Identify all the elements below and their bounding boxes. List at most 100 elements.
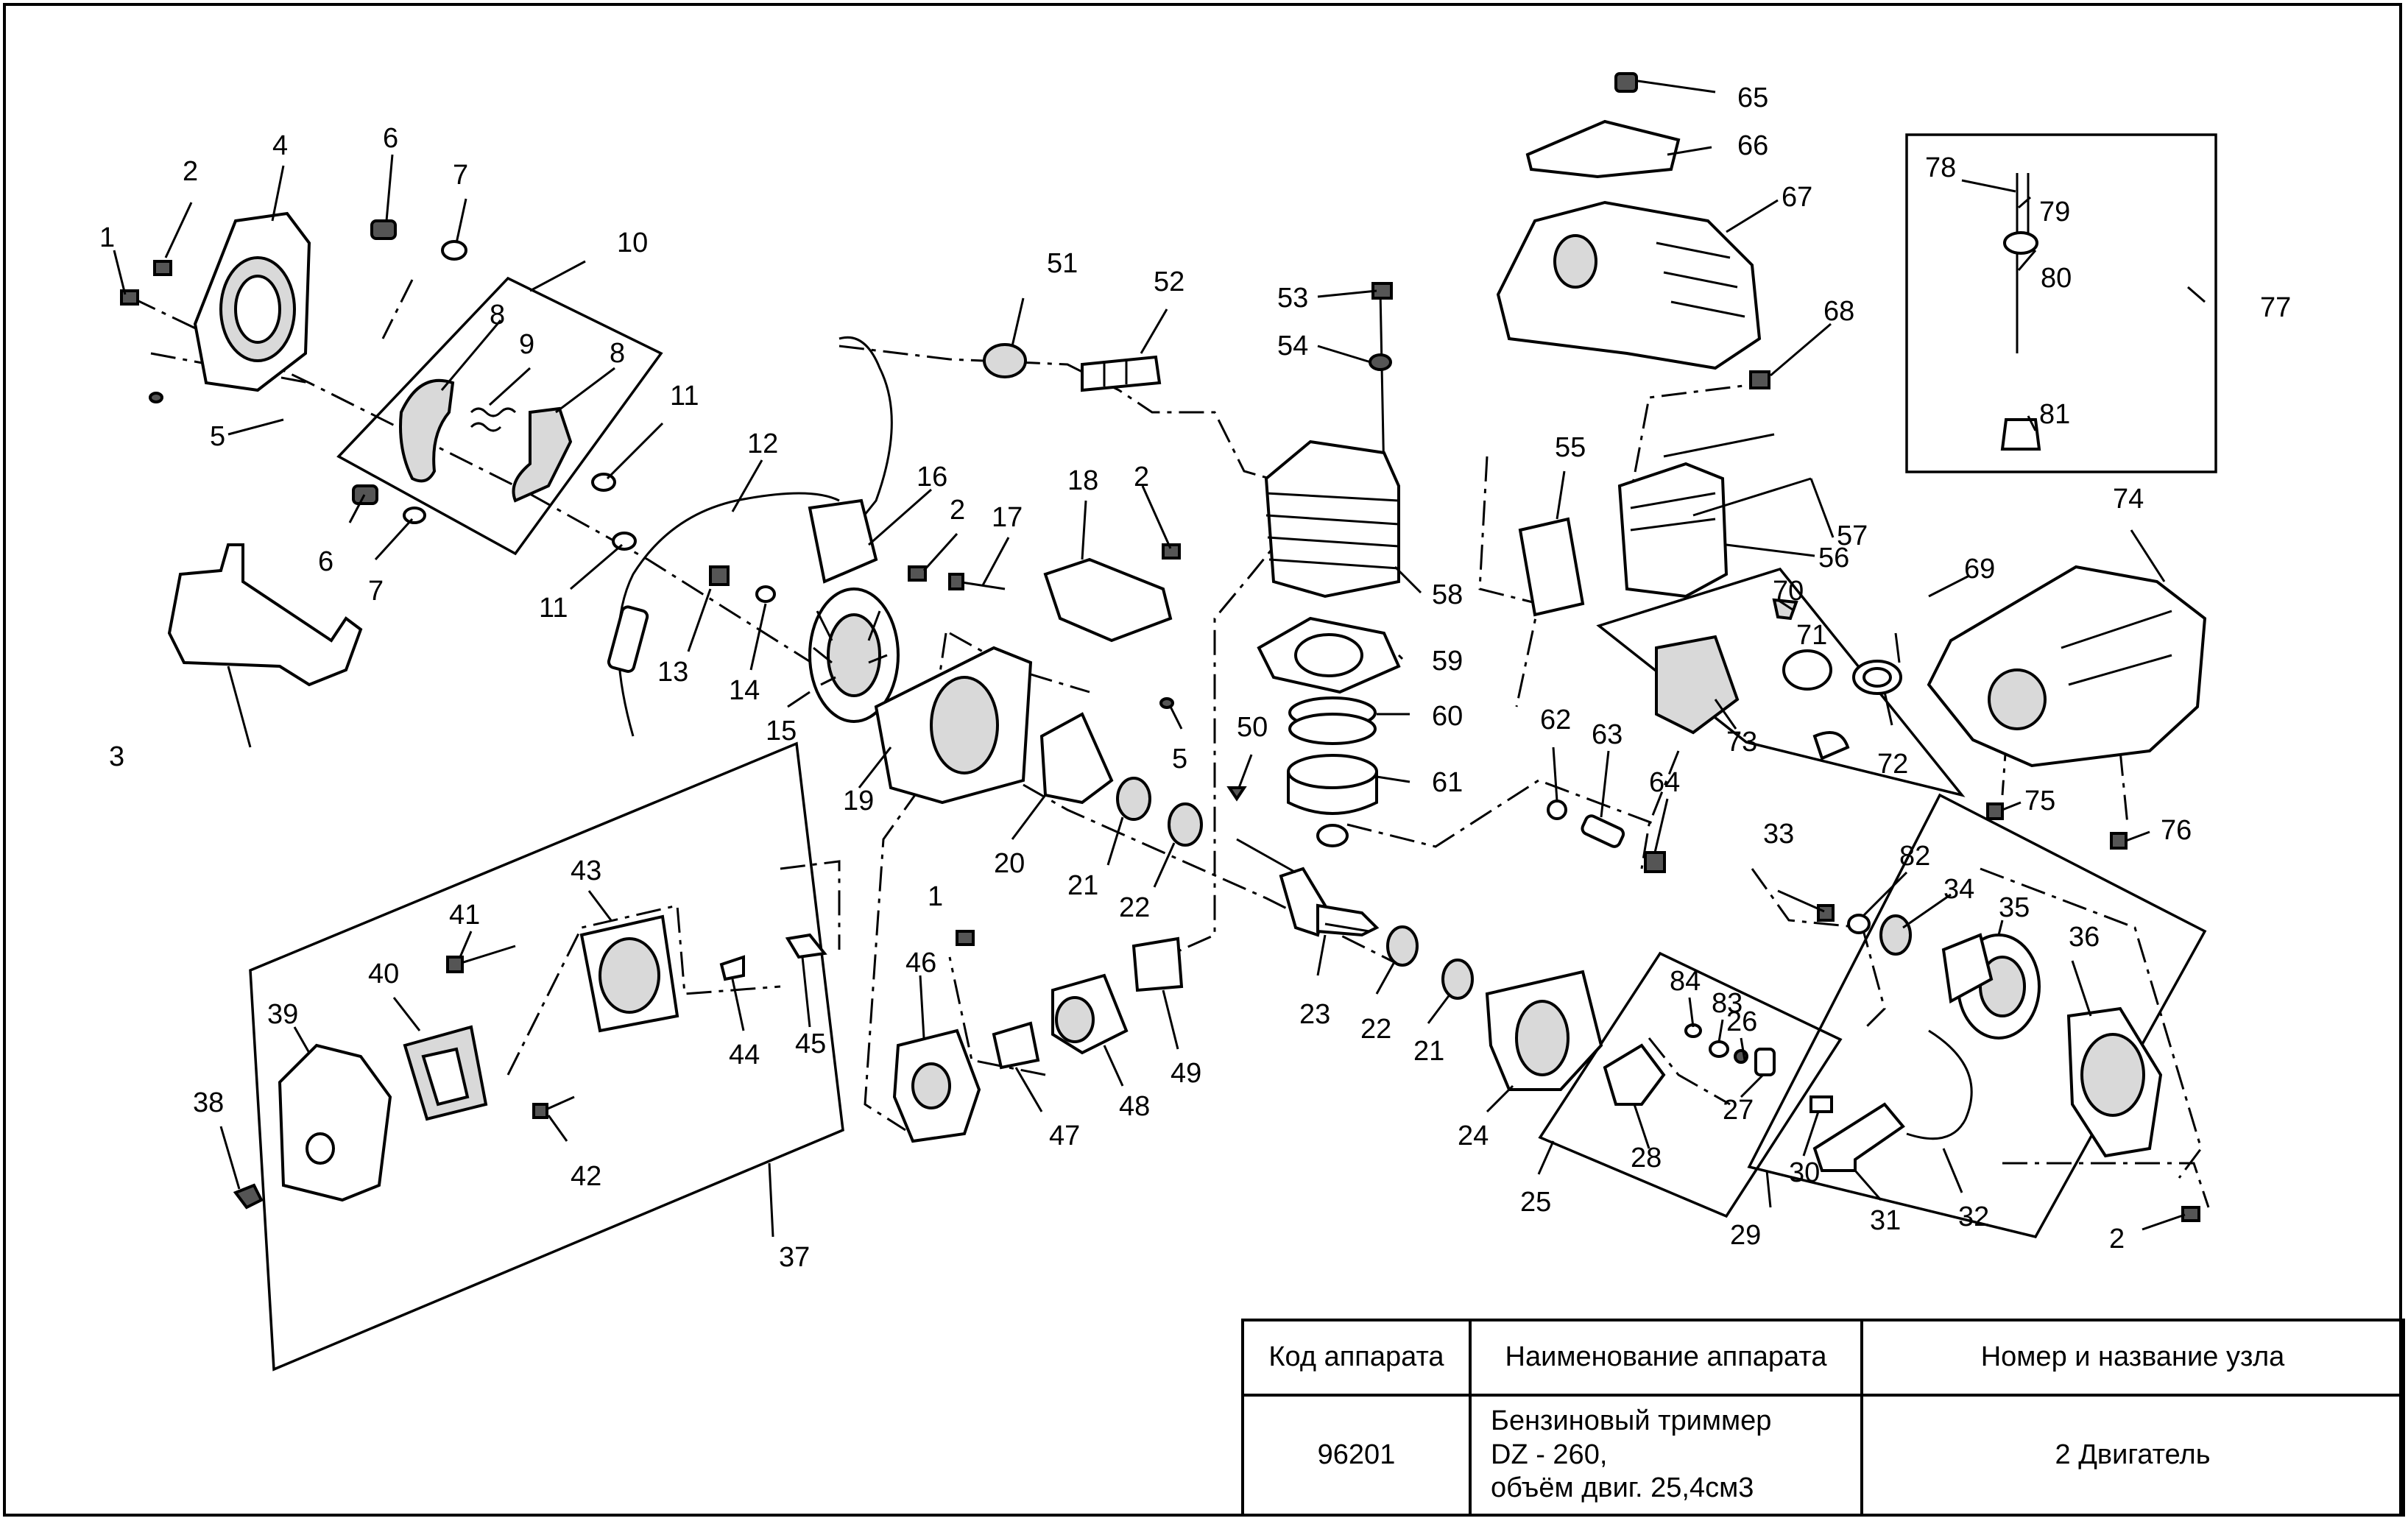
callout-79: 79 [2039,197,2070,227]
assembly-box-25 [1538,951,1843,1218]
callout-35: 35 [1999,892,2030,923]
callout-16: 16 [917,462,947,493]
callout-9: 9 [519,329,534,360]
callout-11: 11 [670,381,699,412]
callout-52: 52 [1154,267,1184,297]
callout-68: 68 [1823,296,1854,327]
callout-17: 17 [992,502,1023,533]
callout-82: 82 [1899,841,1930,872]
callout-34: 34 [1943,874,1974,905]
callout-40: 40 [368,959,399,989]
callout-50: 50 [1237,712,1268,743]
callout-25: 25 [1520,1187,1551,1218]
callout-42: 42 [571,1161,601,1192]
callout-74: 74 [2113,484,2144,515]
callout-5b: 5 [1172,744,1187,774]
callout-7b: 7 [368,576,384,607]
callout-83: 83 [1712,988,1743,1019]
callout-44: 44 [729,1040,760,1070]
header-unit-name: Номер и название узла [1860,1319,2405,1397]
callout-55: 55 [1555,432,1586,463]
callout-15: 15 [766,716,797,747]
callout-2: 2 [183,156,198,187]
cell-apparatus-name: Бензиновый триммер DZ - 260, объём двиг.… [1469,1394,1863,1517]
callout-2d: 2 [2109,1224,2125,1254]
callout-66: 66 [1737,130,1768,161]
callout-32: 32 [1958,1201,1989,1232]
callout-67: 67 [1782,182,1812,213]
callout-65: 65 [1737,82,1768,113]
apparatus-name-line3: объём двиг. 25,4см3 [1491,1472,1754,1504]
callout-30: 30 [1789,1157,1820,1188]
callout-23: 23 [1299,999,1330,1030]
callout-81: 81 [2039,399,2070,430]
callout-3: 3 [109,741,124,772]
callout-57: 57 [1837,520,1868,551]
callout-6b: 6 [318,546,333,577]
callout-31: 31 [1870,1205,1901,1236]
callout-2b: 2 [950,495,965,526]
callout-38: 38 [193,1087,224,1118]
callout-56: 56 [1818,543,1849,574]
callout-24: 24 [1458,1121,1489,1151]
callout-11b: 11 [539,593,568,624]
callout-80: 80 [2041,263,2072,294]
callout-5: 5 [210,421,225,452]
callout-64: 64 [1649,767,1680,798]
callout-49: 49 [1171,1058,1201,1089]
callout-72: 72 [1877,749,1908,780]
callout-41: 41 [449,900,480,931]
leader-lines [113,80,2206,1238]
callout-13: 13 [657,657,688,688]
callout-33: 33 [1763,819,1794,850]
apparatus-name-line2: DZ - 260, [1491,1439,1608,1470]
callout-2c: 2 [1134,462,1149,493]
callout-8b: 8 [610,338,625,369]
cell-apparatus-code: 96201 [1241,1394,1472,1517]
part-shapes [120,72,2207,1222]
callout-12: 12 [747,428,778,459]
callout-20: 20 [994,848,1025,879]
callout-73: 73 [1726,727,1757,758]
header-apparatus-name: Наименование аппарата [1469,1319,1863,1397]
callout-77: 77 [2260,292,2291,323]
callout-14: 14 [729,675,760,706]
callout-47: 47 [1049,1121,1080,1151]
callout-45: 45 [795,1028,826,1059]
callout-1b: 1 [928,881,943,912]
callout-39: 39 [267,999,298,1030]
assembly-box-10 [336,276,663,556]
callout-46: 46 [905,947,936,978]
callout-26: 26 [1726,1006,1757,1037]
callout-53: 53 [1277,283,1308,314]
callout-21: 21 [1067,870,1098,901]
callout-48: 48 [1119,1091,1150,1122]
callout-27: 27 [1723,1095,1754,1126]
title-block-table: Код аппарата Наименование аппарата Номер… [1241,1319,2405,1517]
callout-60: 60 [1432,701,1463,732]
callout-10: 10 [617,227,648,258]
callout-71: 71 [1796,620,1827,651]
header-apparatus-code: Код аппарата [1241,1319,1472,1397]
callout-22: 22 [1119,892,1150,923]
callout-62: 62 [1540,705,1571,735]
callout-18: 18 [1067,465,1098,496]
apparatus-name-line1: Бензиновый триммер [1491,1405,1772,1437]
callout-58: 58 [1432,579,1463,610]
callout-6: 6 [383,123,398,154]
callout-8: 8 [490,300,505,331]
callout-51: 51 [1047,248,1078,279]
callout-59: 59 [1432,646,1463,677]
assembly-box-29 [1747,793,2207,1239]
cell-unit-name: 2 Двигатель [1860,1394,2405,1517]
callout-76: 76 [2161,815,2192,846]
callout-36: 36 [2069,922,2100,953]
assembly-box-77 [1905,133,2217,473]
callout-63: 63 [1592,719,1623,750]
callout-43: 43 [571,855,601,886]
callout-19: 19 [843,786,874,816]
page-frame [3,3,2402,1517]
callout-labels: 1 2 4 3 5 6 7 10 8 9 8 11 6 7 11 12 13 1… [99,82,2291,1273]
callout-4: 4 [272,130,288,161]
